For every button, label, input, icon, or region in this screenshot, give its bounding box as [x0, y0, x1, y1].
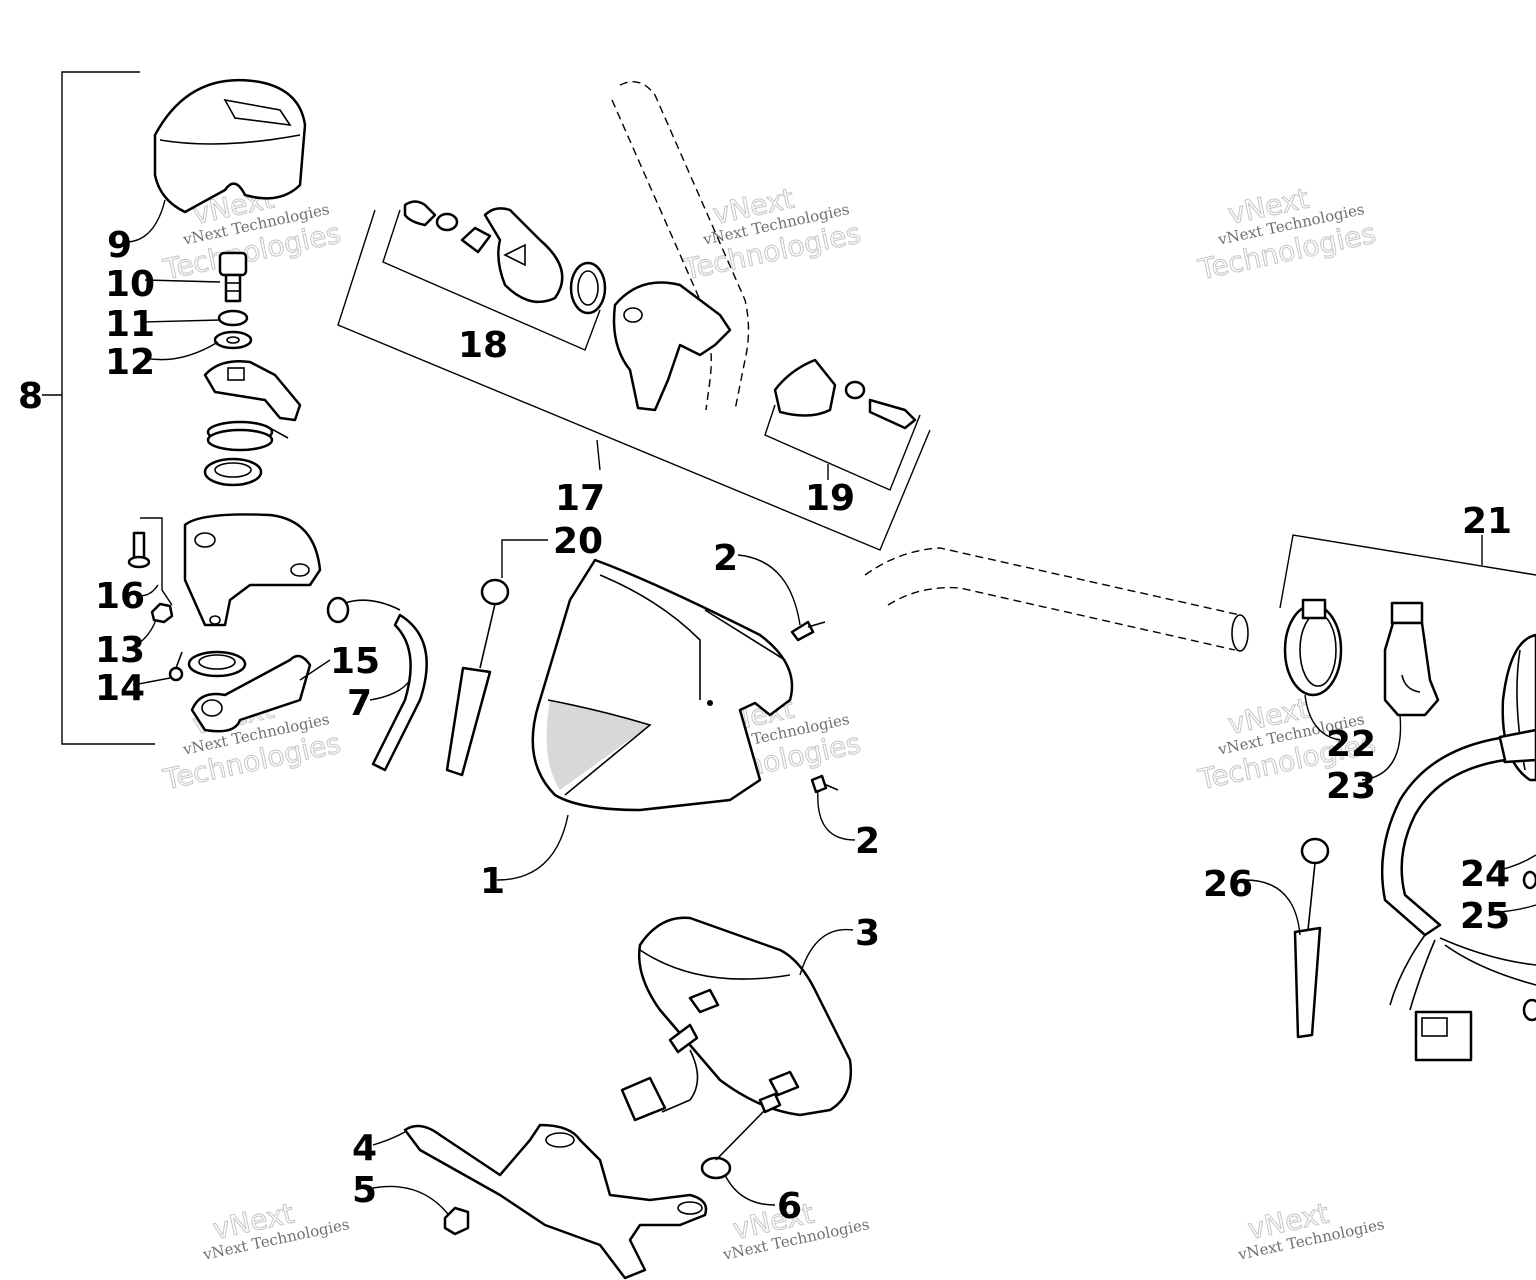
callout-25: 25 — [1460, 896, 1510, 937]
callout-13: 13 — [95, 630, 145, 671]
bracket-8 — [42, 71, 155, 745]
watermark-9: vNext vNext Technologies — [1236, 1196, 1386, 1264]
bracket-17 — [337, 209, 931, 551]
part-2-screw-bottom — [810, 774, 839, 794]
callout-3: 3 — [855, 913, 880, 954]
callout-4: 4 — [352, 1128, 377, 1169]
part-2-screw-top — [790, 620, 826, 642]
part-5-nut — [443, 1206, 470, 1236]
watermark-3: vNext vNext Technologies Technologies — [1194, 181, 1379, 287]
part-6-grommet — [700, 1156, 732, 1180]
watermark-2: vNext vNext Technologies Technologies — [679, 181, 864, 287]
callout-26: 26 — [1203, 864, 1253, 905]
bracket-18 — [382, 209, 601, 351]
part-23-lever — [1383, 601, 1440, 717]
callout-12: 12 — [105, 342, 155, 383]
part-18-switch-parts — [403, 200, 607, 315]
part-26-sensor — [1293, 837, 1330, 1039]
part-12-washer — [213, 330, 253, 350]
part-13-nut — [150, 602, 174, 624]
seal-ring — [203, 457, 263, 487]
callout-9: 9 — [107, 225, 132, 266]
callout-7: 7 — [347, 683, 372, 724]
part-3-headlight — [620, 916, 853, 1122]
part-14-screw — [168, 651, 184, 682]
callout-24: 24 — [1460, 854, 1510, 895]
callout-15: 15 — [330, 641, 380, 682]
callout-1: 1 — [480, 861, 505, 902]
switch-housing — [612, 281, 732, 412]
handlebar-outline — [611, 81, 1249, 652]
callout-11: 11 — [105, 304, 155, 345]
part-10-bolt — [218, 251, 248, 303]
hand-warmer-housing — [1494, 633, 1536, 782]
part-11-washer — [217, 309, 249, 327]
throttle-housing — [183, 513, 322, 627]
wiring-harness — [1380, 736, 1536, 1062]
part-22-clamp — [1283, 598, 1343, 697]
throttle-lever-plate — [203, 360, 302, 422]
callout-21: 21 — [1462, 501, 1512, 542]
callout-17: 17 — [555, 478, 605, 519]
cable-ring — [187, 650, 247, 678]
part-20-sensor — [445, 539, 548, 777]
throttle-spring — [206, 420, 289, 452]
callout-6: 6 — [777, 1186, 802, 1227]
callout-19: 19 — [805, 478, 855, 519]
part-7-wire — [326, 596, 428, 772]
part-15-throttle-lever — [190, 654, 312, 733]
part-9-throttle-cover — [153, 78, 307, 214]
callout-16: 16 — [95, 576, 145, 617]
callouts: 1 2 2 3 4 5 6 7 8 9 10 11 12 13 14 15 16… — [18, 225, 1512, 1227]
callout-14: 14 — [95, 668, 145, 709]
part-1-headlight-cover — [531, 558, 794, 812]
bracket-19 — [764, 404, 921, 491]
callout-22: 22 — [1326, 724, 1376, 765]
callout-2-bottom: 2 — [855, 821, 880, 862]
callout-5: 5 — [352, 1170, 377, 1211]
part-19-clamp — [773, 358, 917, 430]
callout-23: 23 — [1326, 766, 1376, 807]
leader-lines — [127, 199, 1536, 1215]
callout-2-top: 2 — [713, 538, 738, 579]
callout-8: 8 — [18, 376, 43, 417]
watermark-7: vNext vNext Technologies — [201, 1196, 351, 1264]
callout-10: 10 — [105, 264, 155, 305]
callout-20: 20 — [553, 521, 603, 562]
part-4-bracket — [403, 1123, 708, 1280]
callout-18: 18 — [458, 325, 508, 366]
bracket-21 — [1279, 534, 1536, 609]
part-16-screw — [127, 531, 151, 569]
